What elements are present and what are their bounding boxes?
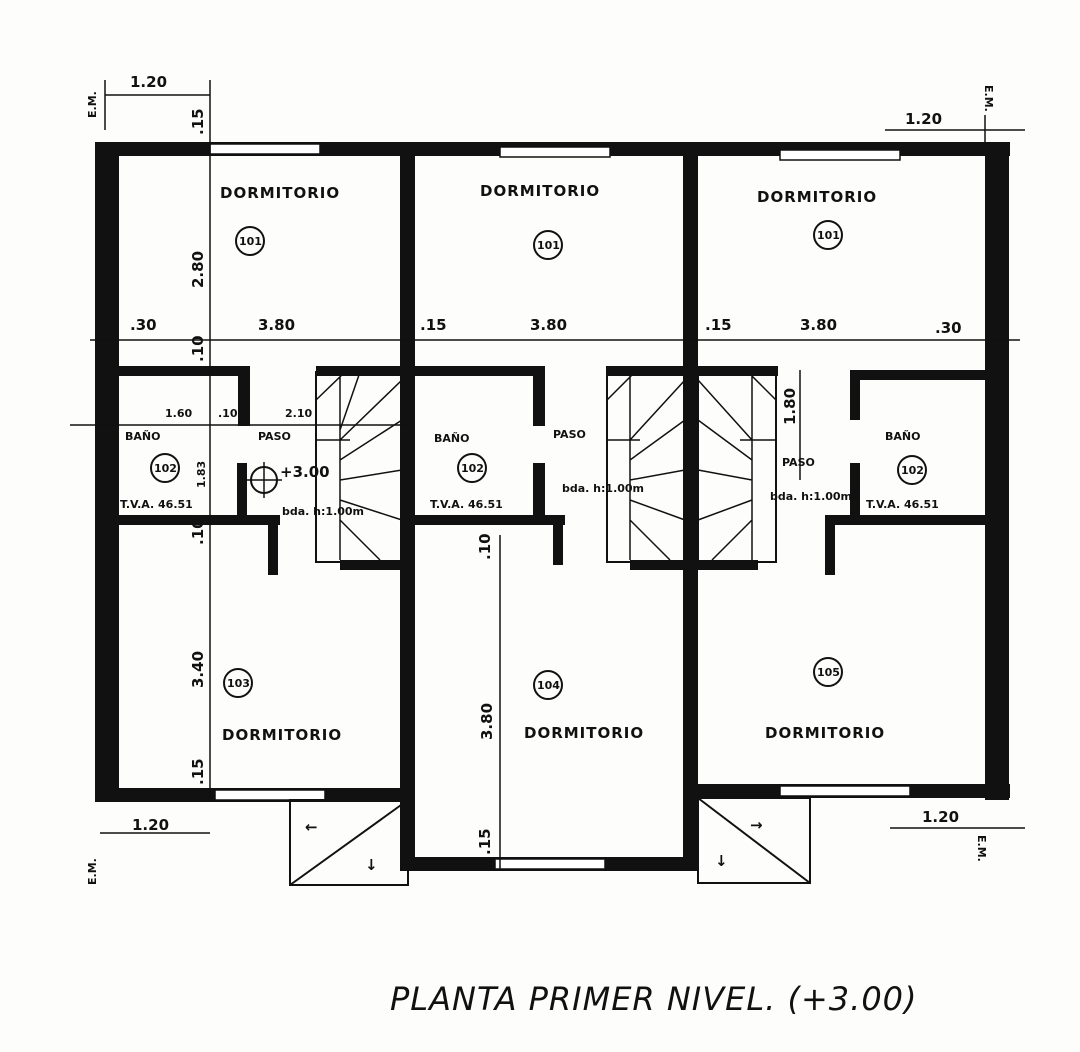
dimension-text: .15 xyxy=(476,828,494,855)
room-number: 102 xyxy=(154,462,177,475)
room-number: 101 xyxy=(817,229,840,242)
entrance-right: → ↓ xyxy=(697,797,811,884)
level-note: T.V.A. 46.51 xyxy=(430,498,503,511)
dimension-text: .10 xyxy=(218,407,238,420)
dimension-text: 1.20 xyxy=(132,816,169,834)
level-note: T.V.A. 46.51 xyxy=(120,498,193,511)
dimension-text: .10 xyxy=(189,518,207,545)
dimension-text: 1.20 xyxy=(130,73,167,91)
dimension-text: 3.40 xyxy=(189,651,207,688)
paso-label: PASO xyxy=(782,456,815,469)
dimension-text: .10 xyxy=(476,533,494,560)
dimension-text: 1.80 xyxy=(781,388,799,425)
paso-label: PASO xyxy=(553,428,586,441)
stair-left xyxy=(315,371,403,563)
room-label: DORMITORIO xyxy=(765,724,885,742)
room-number: 103 xyxy=(227,677,250,690)
baranda-note: bda. h:1.00m xyxy=(562,482,644,495)
room-number: 105 xyxy=(817,666,840,679)
entrance-left: ← ↓ xyxy=(289,799,409,886)
em-label: E.M. xyxy=(86,858,99,885)
svg-text:→: → xyxy=(750,816,763,834)
room-number: 104 xyxy=(537,679,560,692)
em-label: E.M. xyxy=(86,91,99,118)
dimension-text: 1.20 xyxy=(922,808,959,826)
dimension-lines xyxy=(70,80,1025,870)
room-label: DORMITORIO xyxy=(222,726,342,744)
dimension-text: 3.80 xyxy=(530,316,567,334)
em-label: E.M. xyxy=(975,835,988,862)
room-label: DORMITORIO xyxy=(220,184,340,202)
stair-mid xyxy=(606,371,686,563)
baranda-note: bda. h:1.00m xyxy=(770,490,852,503)
room-label: BAÑO xyxy=(885,430,920,443)
dimension-text: 3.80 xyxy=(800,316,837,334)
room-number: 102 xyxy=(461,462,484,475)
level-note: T.V.A. 46.51 xyxy=(866,498,939,511)
dimension-text: .15 xyxy=(189,758,207,785)
level-mark: +3.00 xyxy=(280,463,330,481)
room-label: BAÑO xyxy=(434,432,469,445)
room-label: DORMITORIO xyxy=(524,724,644,742)
room-label: DORMITORIO xyxy=(480,182,600,200)
stair-right xyxy=(697,371,777,563)
room-number: 101 xyxy=(239,235,262,248)
baranda-note: bda. h:1.00m xyxy=(282,505,364,518)
room-number-circles xyxy=(150,220,927,700)
dimension-text: 2.10 xyxy=(285,407,312,420)
dimension-text: 1.60 xyxy=(165,407,192,420)
dimension-text: .15 xyxy=(420,316,447,334)
dimension-text: .30 xyxy=(130,316,157,334)
em-label: E.M. xyxy=(982,85,995,112)
windows xyxy=(209,143,911,870)
dimension-text: 1.20 xyxy=(905,110,942,128)
plan-title: PLANTA PRIMER NIVEL. (+3.00) xyxy=(390,980,918,1018)
dimension-text: .15 xyxy=(705,316,732,334)
dimension-text: 1.83 xyxy=(195,461,208,488)
paso-label: PASO xyxy=(258,430,291,443)
dimension-text: .10 xyxy=(189,335,207,362)
svg-text:↓: ↓ xyxy=(715,852,728,870)
svg-text:←: ← xyxy=(305,818,318,836)
room-number: 101 xyxy=(537,239,560,252)
dimension-text: 2.80 xyxy=(189,251,207,288)
dimension-text: 3.80 xyxy=(258,316,295,334)
dimension-text: .15 xyxy=(189,108,207,135)
svg-text:↓: ↓ xyxy=(365,856,378,874)
room-label: BAÑO xyxy=(125,430,160,443)
room-label: DORMITORIO xyxy=(757,188,877,206)
dimension-text: 3.80 xyxy=(478,703,496,740)
dimension-text: .30 xyxy=(935,319,962,337)
walls xyxy=(95,142,1010,871)
room-number: 102 xyxy=(901,464,924,477)
